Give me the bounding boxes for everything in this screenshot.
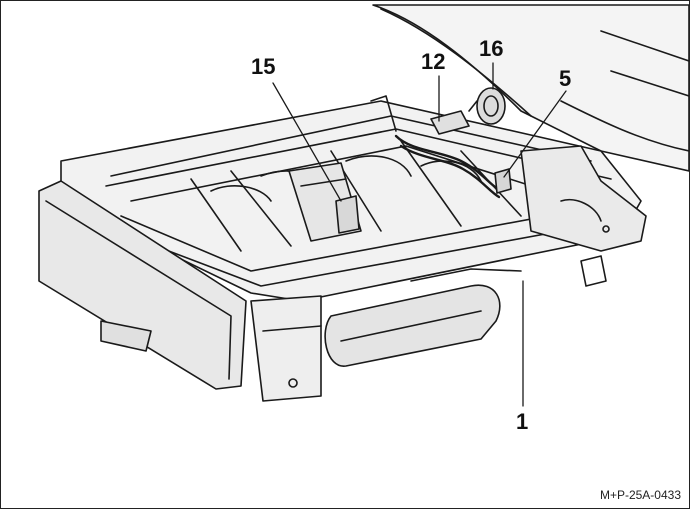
leader-15	[272, 82, 342, 202]
figure-code: M+P-25A-0433	[599, 488, 681, 502]
callout-1: 1	[516, 409, 529, 434]
callout-5: 5	[559, 66, 572, 91]
callout-12: 12	[421, 49, 446, 74]
leader-5	[503, 90, 567, 178]
right-end-assembly	[520, 145, 647, 287]
leader-lines	[272, 62, 567, 407]
left-end-plate	[38, 180, 247, 390]
fastener	[494, 168, 512, 194]
jack-tool	[288, 162, 362, 242]
handle-grip	[324, 268, 522, 367]
wiring-harness	[394, 110, 503, 199]
callout-15: 15	[251, 54, 276, 79]
front-bracket	[250, 295, 322, 402]
callout-16: 16	[479, 36, 504, 61]
vehicle-rear-body	[372, 4, 689, 172]
lamp-socket	[468, 87, 506, 125]
